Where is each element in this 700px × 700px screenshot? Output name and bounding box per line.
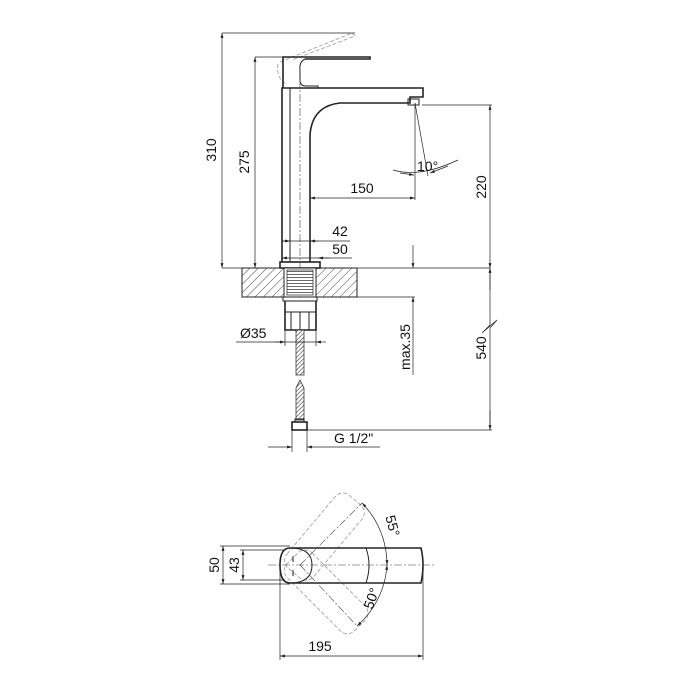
centerline-back	[299, 502, 363, 566]
hose-lower	[295, 379, 305, 421]
label-10deg: 10°	[417, 158, 438, 174]
angle-arc	[392, 159, 459, 173]
side-view: 310 275 220 10° 150 42 50 Ø35 max.35	[203, 32, 498, 452]
label-540: 540	[473, 336, 489, 360]
lever-ghost-base	[277, 63, 287, 85]
angle-arrow	[429, 165, 449, 174]
lever-ghost-front	[283, 549, 369, 635]
aerator	[407, 98, 420, 106]
arc-55	[361, 502, 389, 566]
label-275: 275	[236, 150, 252, 174]
hose-fitting	[291, 421, 308, 431]
lever-edge	[365, 547, 370, 584]
angle-arrow	[399, 172, 415, 176]
label-g12: G 1/2"	[334, 430, 373, 446]
body-outline	[289, 547, 313, 584]
label-max35: max.35	[397, 324, 413, 370]
thread	[286, 269, 314, 296]
ghost-rect	[283, 549, 369, 635]
fitting-neck	[294, 418, 305, 423]
faucet-body	[281, 87, 424, 262]
dim-540	[481, 268, 498, 430]
arc-50	[356, 564, 389, 627]
label-50deg: 50°	[360, 586, 382, 611]
hose-upper	[295, 329, 305, 376]
label-50: 50	[332, 241, 348, 257]
lever-top	[279, 547, 424, 584]
lock-ribs	[285, 311, 316, 330]
label-195: 195	[308, 638, 332, 654]
lever-ghost-back	[284, 492, 365, 581]
nut	[282, 296, 318, 302]
centerline-front	[299, 564, 358, 627]
lever-handle	[282, 56, 371, 88]
lever-raised-ghost	[279, 32, 356, 63]
label-150: 150	[350, 180, 374, 196]
lever-block	[299, 58, 319, 88]
label-43: 43	[226, 557, 242, 573]
label-310: 310	[203, 138, 219, 162]
ghost-rect	[284, 492, 365, 581]
label-42: 42	[332, 223, 348, 239]
label-55deg: 55°	[382, 513, 403, 538]
top-view: 55° 50° 50 43 195	[206, 492, 435, 660]
spout-angle-line	[414, 102, 429, 177]
label-50-top: 50	[206, 557, 222, 573]
label-d35: Ø35	[240, 325, 267, 341]
label-220: 220	[473, 175, 489, 199]
